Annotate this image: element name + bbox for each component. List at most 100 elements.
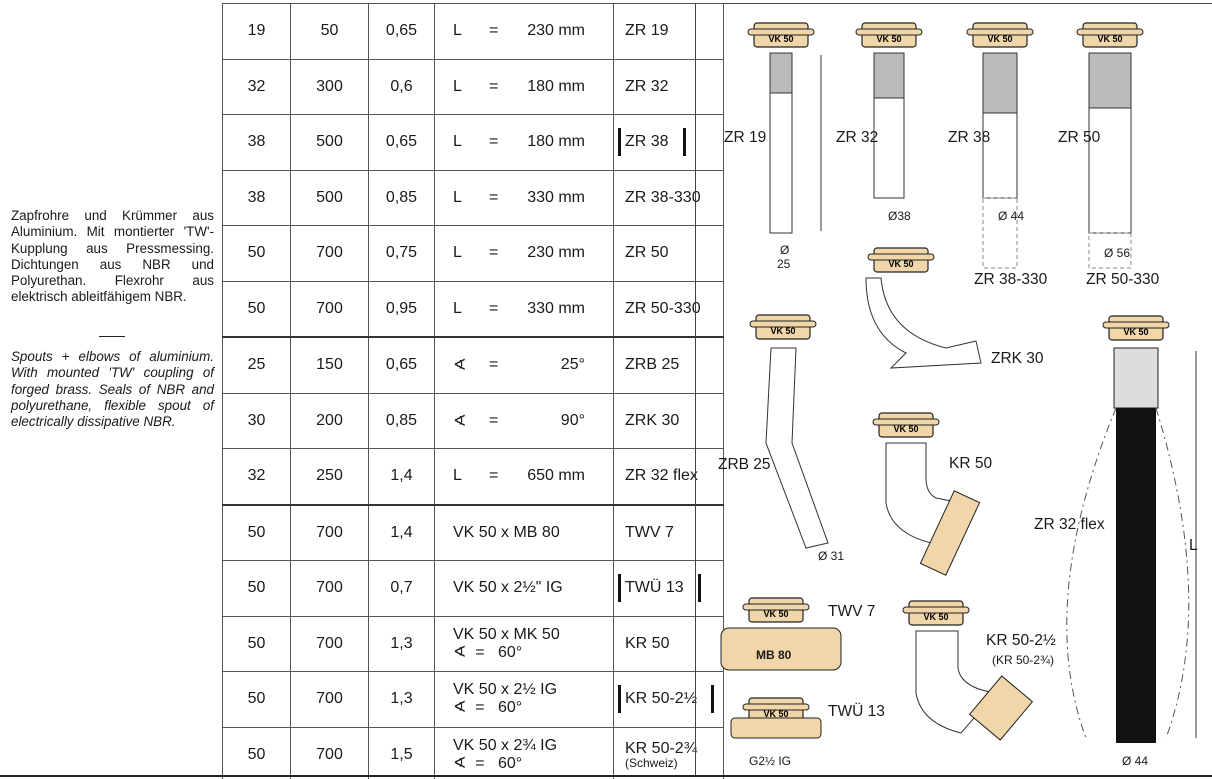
spec-line1: VK 50 x MK 50 bbox=[453, 625, 560, 643]
cell-flow: 700 bbox=[290, 280, 369, 338]
spec-value: 25° bbox=[560, 356, 585, 374]
article-code: ZRK 30 bbox=[625, 411, 680, 429]
spec-line2: ∢ = 60° bbox=[453, 754, 523, 772]
cell-flow: 700 bbox=[290, 671, 369, 728]
coupling-label: VK 50 bbox=[1123, 327, 1148, 337]
label-twv7: TWV 7 bbox=[828, 603, 876, 620]
cell-weight: 1,3 bbox=[368, 615, 435, 672]
cell-spec: L = 330 mm bbox=[434, 169, 614, 226]
cell-weight: 0,85 bbox=[368, 169, 435, 226]
spec-value: 90° bbox=[560, 411, 585, 429]
spec-symbol: L bbox=[453, 77, 462, 95]
bent-spout-zrb25 bbox=[765, 347, 829, 549]
cell-code: KR 50-2½ bbox=[613, 671, 724, 728]
spout-extension-zr38-330 bbox=[982, 197, 1018, 269]
flex-bend-left bbox=[1066, 407, 1117, 739]
coupling-lugs bbox=[867, 253, 935, 261]
cell-weight: 0,6 bbox=[368, 58, 435, 115]
dim-d31: Ø 31 bbox=[818, 549, 845, 563]
cell-flow: 300 bbox=[290, 58, 369, 115]
spec-symbol: L bbox=[453, 244, 462, 262]
cell-spec: L=230 mm bbox=[434, 3, 614, 60]
spec-symbol: L bbox=[453, 467, 462, 485]
cell-flow: 50 bbox=[290, 3, 369, 60]
mesh-grip bbox=[982, 52, 1018, 114]
cell-weight: 0,85 bbox=[368, 392, 435, 449]
cell-diameter: 50 bbox=[222, 671, 291, 728]
spec-symbol: L bbox=[453, 188, 462, 206]
twv7-adapter bbox=[720, 627, 842, 671]
label-twu13: TWÜ 13 bbox=[828, 703, 885, 720]
flex-fitting bbox=[1113, 347, 1159, 409]
cell-code: ZR 50 bbox=[613, 225, 724, 282]
cell-code: ZRB 25 bbox=[613, 336, 724, 394]
article-code: KR 50 bbox=[625, 634, 670, 652]
cell-diameter: 32 bbox=[222, 58, 291, 115]
spec-line1: VK 50 x MB 80 bbox=[453, 523, 560, 541]
coupling-lugs bbox=[855, 28, 923, 36]
spec-line1: VK 50 x 2¾ IG bbox=[453, 736, 558, 754]
spec-value: 330 mm bbox=[527, 299, 585, 317]
article-code: KR 50-2¾ bbox=[625, 739, 698, 757]
flex-hose bbox=[1116, 408, 1156, 743]
cell-flow: 150 bbox=[290, 336, 369, 394]
cell-code: TWV 7 bbox=[613, 504, 724, 561]
spec-value: 180 mm bbox=[527, 133, 585, 151]
spec-value: 180 mm bbox=[527, 77, 585, 95]
description-german: Zapfrohre und Krümmer aus Aluminium. Mit… bbox=[11, 208, 214, 305]
spec-equals: = bbox=[489, 299, 499, 317]
cell-diameter: 50 bbox=[222, 280, 291, 338]
label-mb80: MB 80 bbox=[756, 648, 792, 662]
cell-diameter: 30 bbox=[222, 392, 291, 449]
coupling-label: VK 50 bbox=[987, 34, 1012, 44]
spec-equals: = bbox=[489, 188, 499, 206]
coupling-lugs bbox=[1102, 321, 1170, 329]
cell-weight: 1,5 bbox=[368, 726, 435, 779]
coupling-label: VK 50 bbox=[763, 609, 788, 619]
dim-d56: Ø 56 bbox=[1104, 246, 1131, 260]
cell-diameter: 50 bbox=[222, 504, 291, 561]
label-zr32flex: ZR 32 flex bbox=[1034, 516, 1105, 533]
label-kr50-234: (KR 50-2¾) bbox=[992, 653, 1055, 667]
dim-d25-value: 25 bbox=[777, 257, 791, 271]
coupling-lugs bbox=[747, 28, 815, 36]
cell-flow: 200 bbox=[290, 392, 369, 449]
cell-code: TWÜ 13 bbox=[613, 560, 724, 617]
dim-d38: Ø38 bbox=[888, 209, 911, 223]
label-zr50: ZR 50 bbox=[1058, 129, 1101, 146]
cell-code: KR 50-2¾(Schweiz) bbox=[613, 726, 724, 779]
spec-line1: VK 50 x 2½" IG bbox=[453, 579, 563, 597]
cell-code: ZR 19 bbox=[613, 3, 724, 60]
cell-weight: 0,65 bbox=[368, 336, 435, 394]
cell-spec: VK 50 x MB 80 bbox=[434, 504, 614, 561]
spec-symbol: ∢ bbox=[453, 412, 467, 430]
cell-diameter: 50 bbox=[222, 726, 291, 779]
label-kr50-212: KR 50-2½ bbox=[986, 632, 1056, 649]
label-zrb25: ZRB 25 bbox=[718, 456, 771, 473]
coupling-lugs bbox=[966, 28, 1034, 36]
label-zr38: ZR 38 bbox=[948, 129, 991, 146]
cell-spec: VK 50 x MK 50∢ = 60° bbox=[434, 615, 614, 672]
cell-weight: 1,3 bbox=[368, 671, 435, 728]
highlight-bar bbox=[682, 128, 686, 157]
cell-diameter: 32 bbox=[222, 448, 291, 506]
article-code: ZR 32 bbox=[625, 77, 669, 95]
coupling-label: VK 50 bbox=[770, 326, 795, 336]
spec-value: 330 mm bbox=[527, 188, 585, 206]
spec-symbol: ∢ bbox=[453, 357, 467, 375]
label-zr19: ZR 19 bbox=[724, 129, 767, 146]
article-note: (Schweiz) bbox=[625, 755, 678, 770]
mesh-grip bbox=[769, 52, 793, 94]
highlight-bar bbox=[618, 128, 621, 157]
